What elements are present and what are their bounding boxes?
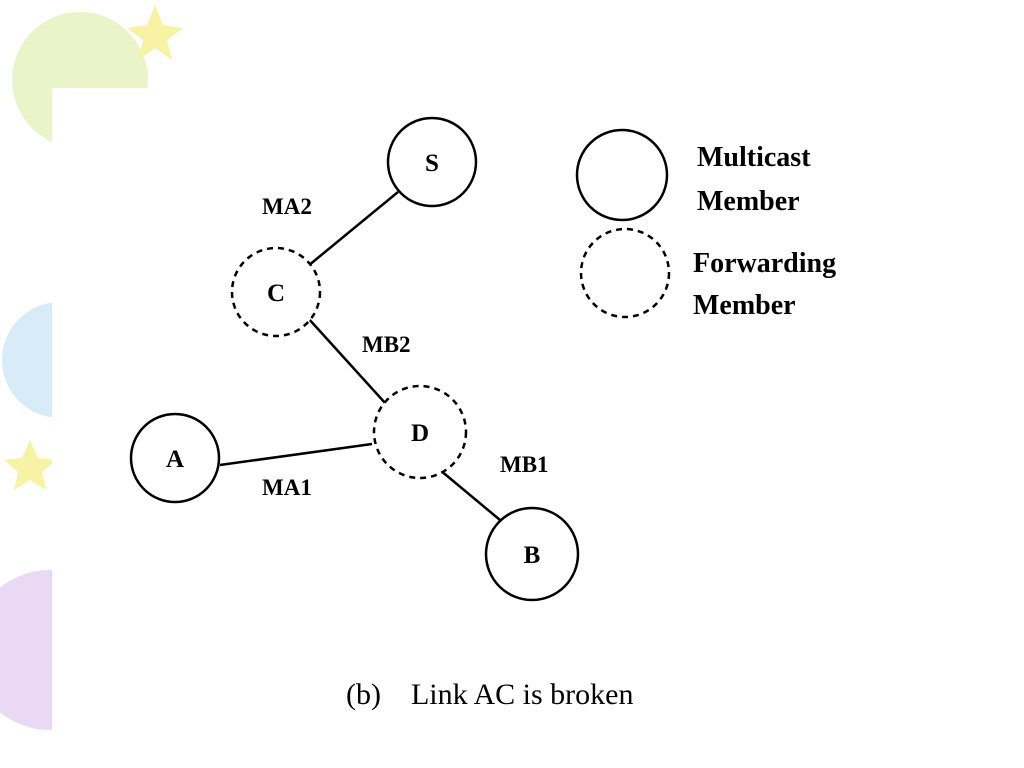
legend-multicast-line1: Multicast [697, 142, 811, 173]
slide-panel [52, 88, 1024, 768]
edge-a-d [219, 442, 373, 467]
node-s [386, 116, 478, 208]
edge-c-d [307, 317, 387, 405]
node-d [372, 384, 468, 480]
node-a [129, 412, 221, 504]
edge-label-mb1: MB1 [500, 452, 549, 477]
node-c-label: C [267, 280, 285, 307]
legend-solid-circle-icon [575, 128, 669, 222]
node-s-label: S [425, 150, 439, 177]
figure-caption: (b) Link AC is broken [346, 678, 633, 712]
legend: Multicast Member Forwarding Member [575, 128, 836, 321]
legend-forwarding-line2: Member [693, 290, 796, 321]
edge-label-ma2: MA2 [262, 194, 312, 219]
legend-dashed-circle-icon [579, 227, 671, 319]
edge-label-mb2: MB2 [362, 332, 411, 357]
edge-label-ma1: MA1 [262, 475, 312, 500]
yellow-star-icon [127, 5, 183, 60]
node-c [230, 246, 322, 338]
caption-tag: (b) [346, 678, 381, 711]
legend-multicast-line2: Member [697, 186, 800, 217]
legend-forwarding-line1: Forwarding [693, 248, 836, 279]
edges [219, 191, 501, 521]
nodes [129, 116, 580, 602]
yellow-star-icon [4, 440, 56, 490]
node-b [484, 506, 580, 602]
edge-s-c [307, 191, 399, 267]
node-a-label: A [166, 446, 184, 473]
edge-d-b [439, 469, 501, 521]
node-b-label: B [524, 542, 541, 569]
node-d-label: D [411, 420, 429, 447]
caption-text: Link AC is broken [410, 678, 634, 711]
